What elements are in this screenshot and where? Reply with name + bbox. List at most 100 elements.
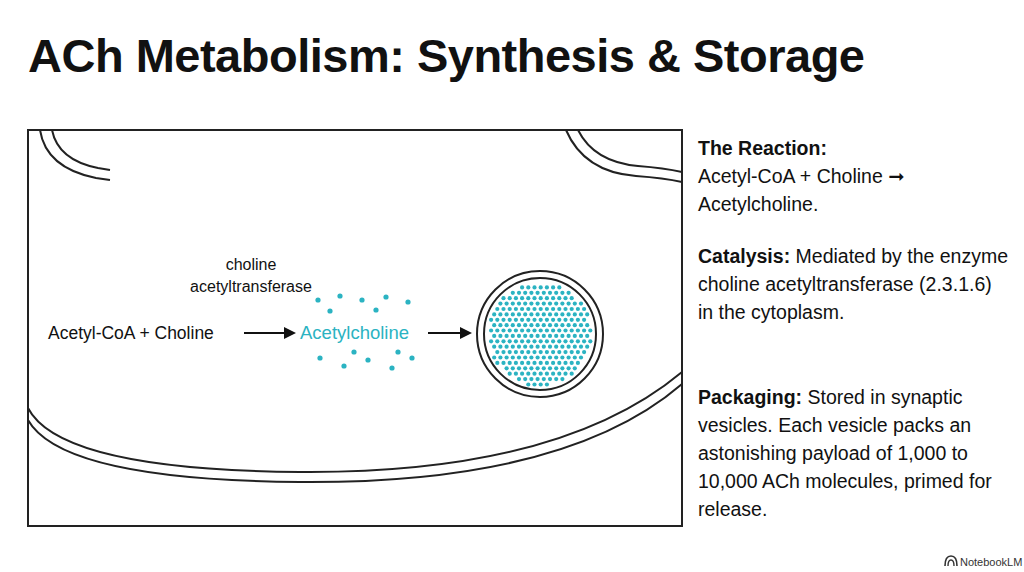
ach-molecule <box>548 291 552 295</box>
ach-molecule <box>563 318 567 322</box>
ach-molecule <box>517 334 521 338</box>
ach-molecule <box>359 297 364 302</box>
ach-molecule <box>539 296 543 300</box>
ach-molecule <box>526 350 530 354</box>
ach-molecule <box>573 302 577 306</box>
watermark-icon <box>945 556 957 566</box>
ach-molecule <box>570 372 574 376</box>
ach-molecule <box>548 355 552 359</box>
ach-molecule <box>585 345 589 349</box>
ach-molecule <box>511 323 515 327</box>
ach-molecule <box>508 350 512 354</box>
ach-molecule <box>548 377 552 381</box>
ach-molecule <box>341 363 346 368</box>
ach-molecule <box>498 334 502 338</box>
ach-molecule <box>514 372 518 376</box>
ach-molecule <box>539 350 543 354</box>
ach-molecule <box>508 296 512 300</box>
ach-molecule <box>498 302 502 306</box>
ach-molecule <box>529 366 533 370</box>
ach-molecule <box>520 361 524 365</box>
membrane-line <box>566 130 682 182</box>
ach-molecule <box>532 318 536 322</box>
ach-molecule <box>560 312 564 316</box>
ach-molecule <box>526 318 530 322</box>
ach-molecule <box>517 302 521 306</box>
ach-molecule <box>567 302 571 306</box>
ach-molecule <box>545 382 549 386</box>
ach-molecule <box>511 291 515 295</box>
ach-molecule <box>563 307 567 311</box>
ach-molecule <box>536 302 540 306</box>
ach-molecule <box>573 345 577 349</box>
ach-molecule <box>508 328 512 332</box>
ach-molecule <box>551 339 555 343</box>
ach-molecule <box>567 355 571 359</box>
ach-molecule <box>529 377 533 381</box>
ach-molecule <box>505 323 509 327</box>
arrow-head <box>284 327 296 339</box>
ach-molecule <box>511 355 515 359</box>
ach-molecule <box>529 334 533 338</box>
text-block: Packaging: Stored in synaptic vesicles. … <box>698 383 1010 523</box>
ach-molecule <box>551 361 555 365</box>
ach-molecule <box>560 345 564 349</box>
ach-molecule <box>526 339 530 343</box>
enzyme-label: choline acetyltransferase <box>182 254 320 298</box>
product-label: Acetylcholine <box>300 321 428 345</box>
ach-molecule <box>557 339 561 343</box>
ach-molecule <box>551 318 555 322</box>
ach-molecule <box>542 312 546 316</box>
ach-molecule <box>545 318 549 322</box>
ach-molecule <box>532 296 536 300</box>
ach-molecule <box>529 345 533 349</box>
ach-molecule <box>495 307 499 311</box>
ach-molecule <box>508 318 512 322</box>
ach-molecule <box>532 372 536 376</box>
ach-molecule <box>567 291 571 295</box>
ach-molecule <box>570 296 574 300</box>
ach-molecule <box>567 312 571 316</box>
membrane-line <box>28 372 682 472</box>
ach-molecule <box>337 293 342 298</box>
title: ACh Metabolism: Synthesis & Storage <box>28 28 865 83</box>
ach-molecule <box>573 334 577 338</box>
ach-molecule <box>523 345 527 349</box>
ach-molecule <box>514 339 518 343</box>
ach-molecule <box>557 328 561 332</box>
ach-molecule <box>501 339 505 343</box>
ach-molecule <box>389 365 394 370</box>
ach-molecule <box>526 382 530 386</box>
ach-molecule <box>501 318 505 322</box>
ach-molecule <box>579 355 583 359</box>
vesicle-outer <box>477 271 603 397</box>
ach-molecule <box>526 285 530 289</box>
ach-molecule <box>536 334 540 338</box>
ach-molecule <box>501 361 505 365</box>
ach-molecule <box>542 366 546 370</box>
ach-molecule <box>409 355 414 360</box>
ach-molecule <box>554 345 558 349</box>
ach-molecule <box>495 318 499 322</box>
ach-molecule <box>551 350 555 354</box>
ach-molecule <box>508 307 512 311</box>
ach-molecule <box>492 312 496 316</box>
ach-molecule <box>576 318 580 322</box>
ach-molecule <box>532 361 536 365</box>
ach-molecule <box>570 328 574 332</box>
ach-molecule <box>514 328 518 332</box>
ach-molecule <box>523 366 527 370</box>
section-heading: Packaging: <box>698 386 802 408</box>
ach-molecule <box>582 339 586 343</box>
ach-molecule <box>551 296 555 300</box>
ach-molecule <box>489 328 493 332</box>
ach-molecule <box>539 361 543 365</box>
panel-frame <box>28 130 682 526</box>
ach-molecule <box>554 312 558 316</box>
membrane-line <box>28 384 682 482</box>
ach-molecule <box>579 334 583 338</box>
ach-molecule <box>545 361 549 365</box>
ach-molecule <box>498 345 502 349</box>
ach-molecule <box>570 350 574 354</box>
ach-molecule <box>317 355 322 360</box>
